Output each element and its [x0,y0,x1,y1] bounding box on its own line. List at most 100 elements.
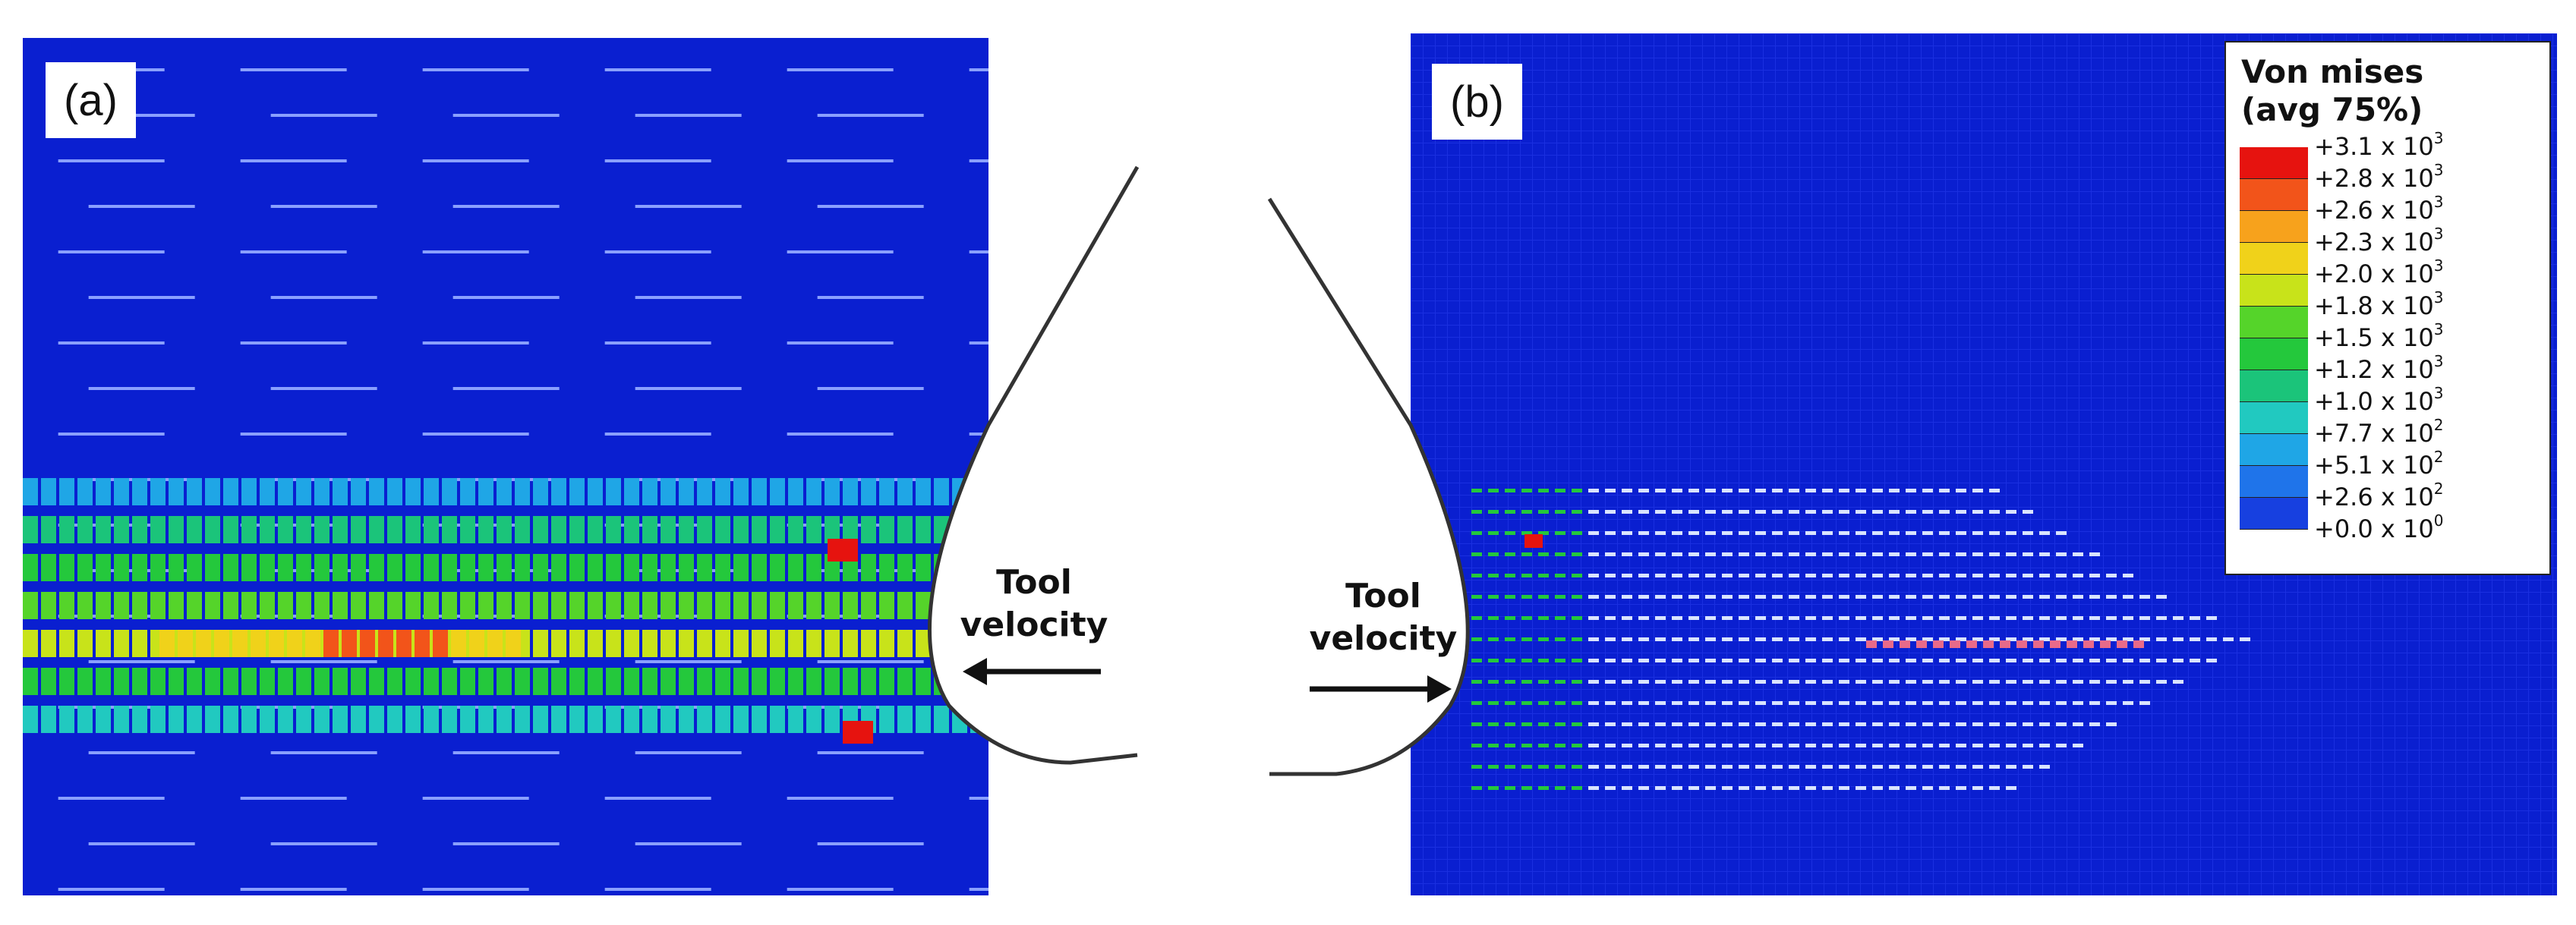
grid-line [2115,33,2116,895]
mesh-element [478,516,493,543]
fractured-element [2039,765,2050,769]
fractured-element [1856,531,1866,535]
mesh-element [661,554,676,581]
legend-title-line2: (avg 75%) [2241,91,2423,128]
tool-label-line1: Tool [1345,577,1421,615]
fractured-element [1622,595,1632,599]
mesh-element [679,592,694,619]
fractured-element [1605,744,1616,747]
mesh-element [241,516,257,543]
fractured-element [1555,659,1565,662]
grid-line [1411,555,2557,556]
fractured-element [1488,680,1499,684]
fractured-element [1555,552,1565,556]
fractured-element [2039,744,2050,747]
fractured-element-hot [2033,640,2044,648]
fractured-element [1555,531,1565,535]
mesh-element [806,478,821,505]
mesh-element [733,554,749,581]
fractured-element [1471,786,1482,790]
mesh-element [187,554,202,581]
grid-line [1860,33,1861,895]
fractured-element [1588,659,1599,662]
fractured-element [1772,574,1783,577]
mesh-element [970,706,985,733]
fractured-element [1889,510,1900,514]
mesh-element [606,592,621,619]
fractured-element [2106,616,2117,620]
mesh-element [606,668,621,695]
fractured-element [1939,765,1950,769]
fractured-element [1588,574,1599,577]
fractured-element [1688,552,1699,556]
mesh-line [452,205,560,208]
fractured-element [1588,489,1599,492]
grid-line [1884,33,1885,895]
fractured-element [1505,765,1515,769]
fractured-element [1605,765,1616,769]
fractured-element [1989,574,2000,577]
fractured-element [2139,680,2150,684]
fractured-element [1772,616,1783,620]
mesh-element [278,668,293,695]
fractured-element [1488,786,1499,790]
fractured-element [1722,786,1733,790]
fractured-element [1822,552,1833,556]
fractured-element [1772,595,1783,599]
mesh-element [806,516,821,543]
mesh-element [150,516,166,543]
grid-line [1702,33,1703,895]
fractured-element [1789,722,1799,726]
fractured-element [1572,680,1582,684]
mesh-element [59,668,74,695]
fractured-element [1739,616,1749,620]
mesh-line [422,706,529,709]
fractured-element [1605,680,1616,684]
fractured-element [1772,637,1783,641]
mesh-element [697,706,712,733]
fractured-element [1939,680,1950,684]
fractured-element [1755,531,1766,535]
grid-line [1411,774,2557,775]
fractured-element [1622,659,1632,662]
fractured-element [2023,680,2033,684]
mesh-element-hot [451,630,466,657]
mesh-element [169,478,184,505]
fractured-element [1521,744,1532,747]
mesh-element [351,592,366,619]
mesh-element [405,592,421,619]
fractured-element [1822,595,1833,599]
fractured-element [1605,531,1616,535]
mesh-element [642,478,657,505]
fractured-element [1805,786,1816,790]
fractured-element [1839,637,1849,641]
mesh-element [752,478,767,505]
mesh-element [369,516,384,543]
mesh-element [770,706,785,733]
fractured-element [1722,489,1733,492]
mesh-element [150,592,166,619]
mesh-line [787,797,894,800]
mesh-line [88,751,195,754]
mesh-element [442,668,457,695]
mesh-line [240,341,347,345]
mesh-line [817,205,924,208]
fractured-element [1822,616,1833,620]
fractured-element [1805,595,1816,599]
grid-line [1411,446,2557,447]
fractured-element [1989,552,2000,556]
mesh-element [460,554,475,581]
fractured-element [2089,595,2100,599]
fractured-element [1521,765,1532,769]
fractured-element [2106,574,2117,577]
mesh-line [452,296,560,299]
fractured-element [1521,701,1532,705]
fractured-element [1939,616,1950,620]
grid-line [1593,33,1594,895]
fractured-element [1622,722,1632,726]
mesh-element [679,668,694,695]
mesh-line [422,159,529,162]
fractured-element [1471,595,1482,599]
fractured-element [1789,765,1799,769]
fractured-element [1538,510,1549,514]
